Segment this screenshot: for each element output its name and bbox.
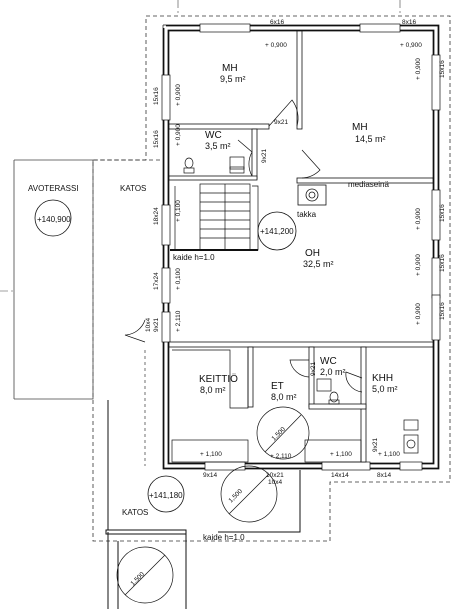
dim-bottom-2110: + 2,110 xyxy=(270,453,292,460)
dim-left-9x21: 9x21 xyxy=(153,318,160,332)
room-oh-area: 32,5 m² xyxy=(303,259,334,269)
dim-right-15x16-d: 15x16 xyxy=(439,302,446,320)
dim-right-15x16-b: 15x16 xyxy=(439,204,446,222)
label-katos-top: KATOS xyxy=(120,184,146,193)
swing-circles xyxy=(116,406,310,604)
dim-door-9x21-a: 9x21 xyxy=(274,119,288,126)
dim-swing-1500-c: 1,500 xyxy=(129,571,146,588)
level-floor: +141,200 xyxy=(260,227,294,236)
room-keittio-name: KEITTIÖ xyxy=(199,373,238,385)
level-entry: +141,180 xyxy=(149,491,183,500)
wc-fixtures xyxy=(183,156,419,454)
dim-bottom-1100-c: + 1,100 xyxy=(378,451,400,458)
label-avoterassi: AVOTERASSI xyxy=(28,184,79,193)
room-khh-area: 5,0 m² xyxy=(372,384,398,394)
room-mh1-name: MH xyxy=(222,63,238,74)
dim-bottom-1100-b: + 1,100 xyxy=(330,451,352,458)
dim-swing-1500-a: 1,500 xyxy=(270,426,287,443)
dim-bottom-10x4: 10x4 xyxy=(268,479,282,486)
room-mh1-area: 9,5 m² xyxy=(220,74,246,84)
label-kaide-top: kaide h=1.0 xyxy=(173,253,215,262)
porch xyxy=(105,400,301,609)
dim-bottom-8x14: 8x14 xyxy=(377,472,391,479)
dim-door-9x21-b: 9x21 xyxy=(261,149,268,163)
room-wc2-area: 2,0 m² xyxy=(320,367,346,377)
dim-bottom-1100-a: + 1,100 xyxy=(200,451,222,458)
level-terrace: +140,900 xyxy=(37,215,71,224)
dim-right-15x16-a: 15x16 xyxy=(439,60,446,78)
guide-lines xyxy=(0,0,401,292)
kitchen-counters xyxy=(171,349,362,463)
dim-left-10x4: 10x4 xyxy=(145,318,152,332)
dim-right-900-a: + 0,900 xyxy=(415,58,422,80)
room-et-name: ET xyxy=(271,381,284,392)
dim-swing-1500-b: 1,500 xyxy=(227,488,244,505)
dim-right-900-d: + 0,900 xyxy=(415,303,422,325)
label-takka: takka xyxy=(297,210,317,219)
dim-left-2110: + 2,110 xyxy=(175,310,182,332)
dim-left-100-a: + 0,100 xyxy=(175,200,182,222)
level-markers xyxy=(34,199,297,513)
dim-top-6x16: 6x16 xyxy=(270,19,284,26)
interior-walls xyxy=(168,30,434,463)
label-katos-bottom: KATOS xyxy=(122,508,148,517)
dim-left-17x24: 17x24 xyxy=(153,272,160,290)
dim-left-100-b: + 0,100 xyxy=(175,268,182,290)
dim-left-15x16-b: 15x16 xyxy=(153,130,160,148)
label-mediaseina: mediaseinä xyxy=(348,180,389,189)
dim-win-900-b: + 0,900 xyxy=(400,42,422,49)
dim-win-900-left: + 0,900 xyxy=(175,84,182,106)
dim-right-900-c: + 0,900 xyxy=(415,254,422,276)
room-oh-name: OH xyxy=(305,248,320,259)
room-mh2-area: 14,5 m² xyxy=(355,134,386,144)
dim-door-9x21-c: 9x21 xyxy=(310,362,317,376)
label-kaide-bottom: kaide h=1.0 xyxy=(203,533,245,542)
dim-win-900-wc: + 0,900 xyxy=(175,124,182,146)
dim-bottom-14x14: 14x14 xyxy=(331,472,349,479)
room-khh-name: KHH xyxy=(372,373,393,384)
dim-win-900-a: + 0,900 xyxy=(265,42,287,49)
terrace-outline xyxy=(13,159,94,400)
dim-bottom-9x14: 9x14 xyxy=(203,472,217,479)
room-wc2-name: WC xyxy=(320,356,337,367)
room-keittio-area: 8,0 m² xyxy=(200,385,226,395)
fireplace xyxy=(297,184,327,206)
door-swings xyxy=(124,99,363,393)
dim-bottom-10x21: 10x21 xyxy=(266,472,284,479)
room-wc1-name: WC xyxy=(205,130,222,141)
dim-left-18x24: 18x24 xyxy=(153,207,160,225)
dim-right-15x16-c: 15x16 xyxy=(439,254,446,272)
room-et-area: 8,0 m² xyxy=(271,392,297,402)
staircase xyxy=(174,183,259,251)
windows xyxy=(161,23,441,471)
dashed-outlines xyxy=(92,15,451,542)
room-mh2-name: MH xyxy=(352,122,368,133)
dim-right-900-b: + 0,900 xyxy=(415,208,422,230)
dim-top-8x16: 8x16 xyxy=(402,19,416,26)
dim-left-15x16-a: 15x16 xyxy=(153,87,160,105)
room-wc1-area: 3,5 m² xyxy=(205,141,231,151)
dim-door-9x21-d: 9x21 xyxy=(372,438,379,452)
